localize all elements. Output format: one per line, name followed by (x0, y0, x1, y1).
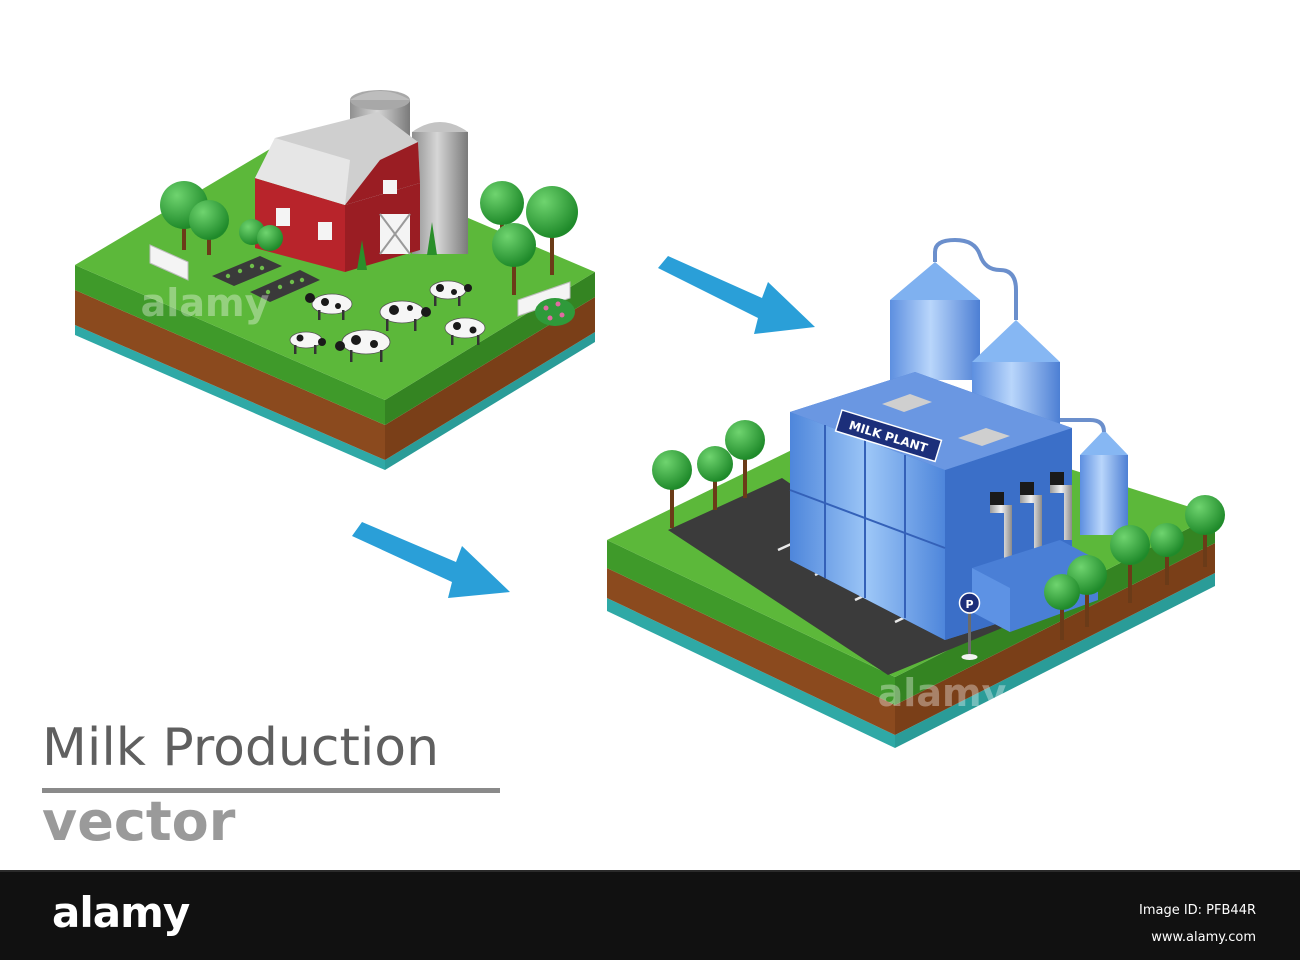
flower-bush (535, 298, 575, 326)
footer-divider (0, 870, 1300, 872)
title-underline (42, 788, 500, 793)
parking-sign-label: P (965, 598, 973, 611)
footer-image-id: Image ID: PFB44R (1138, 903, 1256, 918)
watermark: alamy alamy (141, 281, 1007, 715)
farm-soil-left (75, 290, 385, 460)
footer-logo: alamy (52, 888, 190, 937)
farm-water-layer-right (385, 332, 595, 470)
page-subtitle: vector (42, 790, 236, 853)
arrow-farm-to-plant-bottom (352, 522, 510, 598)
tree-icon (652, 420, 1225, 640)
farm-water-layer-left (75, 325, 385, 470)
footer-bar: alamy Image ID: PFB44R www.alamy.com (0, 870, 1300, 960)
tree-icon (160, 181, 578, 295)
farm-soil-right (385, 297, 595, 460)
crop-plots (212, 256, 320, 302)
footer-url: www.alamy.com (1151, 930, 1256, 945)
page-title: Milk Production (42, 718, 440, 778)
svg-text:alamy: alamy (878, 671, 1007, 715)
cow-icon (289, 280, 486, 362)
arrow-farm-to-plant-top (658, 256, 815, 334)
farm-grass-side-left (75, 265, 385, 425)
barn-icon (255, 112, 420, 272)
milk-production-scene: MILK PLANT P alamy alamy (75, 90, 1225, 748)
fence-icon (149, 244, 571, 317)
arrow-icon (352, 256, 815, 598)
parking-sign-icon: P (958, 592, 981, 660)
svg-text:alamy: alamy (141, 281, 270, 325)
